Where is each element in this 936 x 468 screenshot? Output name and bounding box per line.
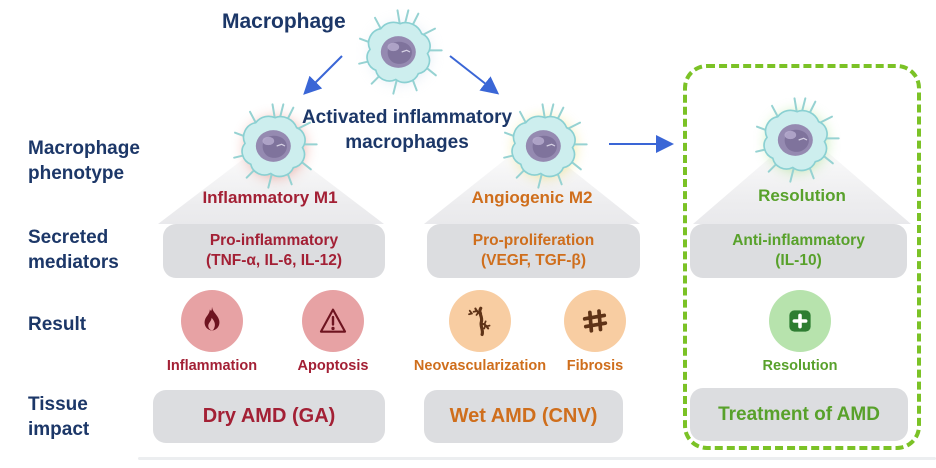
m1-macrophage-cell-icon [233, 103, 318, 189]
bottom-divider [138, 457, 936, 460]
macrophage-title: Macrophage [222, 10, 346, 33]
result-label: Inflammation [166, 358, 258, 374]
resolution-circle [769, 290, 831, 352]
phenotype-label-m1: Inflammatory M1 [202, 188, 338, 207]
activated-macrophages-label: Activated inflammatory macrophages [301, 107, 513, 153]
apoptosis-circle [302, 290, 364, 352]
phenotype-label-m2: Angiogenic M2 [471, 188, 593, 207]
result-label: Fibrosis [566, 358, 624, 374]
tissue-box-m2: Wet AMD (CNV) [424, 390, 623, 443]
result-item-resolution: Resolution [738, 290, 862, 374]
tissue-box-resolution: Treatment of AMD [690, 388, 908, 441]
result-label: Resolution [762, 358, 838, 374]
mediators-box-resolution: Anti-inflammatory (IL-10) [690, 224, 907, 278]
phenotype-label-resolution: Resolution [758, 186, 846, 205]
result-label: Neovascularization [413, 358, 547, 374]
mediators-box-m1: Pro-inflammatory (TNF-α, IL-6, IL-12) [163, 224, 385, 278]
warning-icon [319, 308, 347, 333]
row-label-tissue: Tissue impact [28, 394, 90, 440]
neovascularization-circle [449, 290, 511, 352]
row-label-result: Result [28, 314, 87, 335]
vessel-icon [468, 306, 491, 337]
arrow-to-m2-icon [449, 55, 500, 95]
result-label: Apoptosis [297, 358, 369, 374]
result-item-fibrosis: Fibrosis [533, 290, 657, 374]
macrophage-cell-icon [358, 9, 443, 95]
mediators-box-m2: Pro-proliferation (VEGF, TGF-β) [427, 224, 640, 278]
row-label-mediators: Secreted mediators [28, 227, 119, 273]
arrow-to-m1-icon [303, 55, 343, 95]
resolution-macrophage-cell-icon [755, 97, 840, 183]
result-item-inflammation: Inflammation [152, 290, 272, 374]
hash-icon [582, 309, 608, 333]
m2-macrophage-cell-icon [503, 103, 588, 189]
result-item-neovascularization: Neovascularization [398, 290, 562, 374]
resolution-dashed-outline [683, 64, 921, 450]
row-label-phenotype: Macrophage phenotype [28, 138, 140, 184]
tissue-box-m1: Dry AMD (GA) [153, 390, 385, 443]
inflammation-circle [181, 290, 243, 352]
result-item-apoptosis: Apoptosis [273, 290, 393, 374]
fibrosis-circle [564, 290, 626, 352]
plus-icon [789, 310, 811, 332]
flame-icon [204, 306, 220, 331]
